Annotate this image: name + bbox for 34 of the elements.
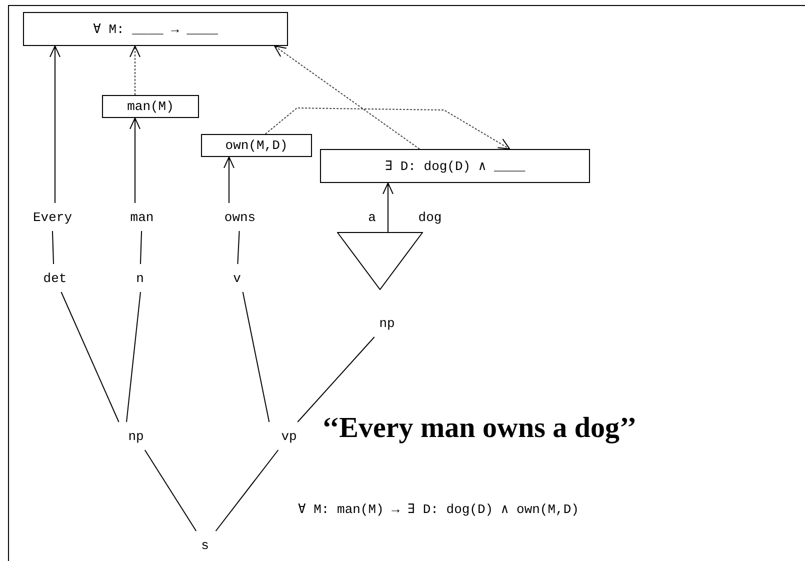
tree-label: v <box>225 269 249 287</box>
logic-formula: ∀ M: man(M) → ∃ D: dog(D) ∧ own(M,D) <box>298 502 579 517</box>
tree-label: np <box>370 314 404 332</box>
tree-branch-line <box>126 292 141 422</box>
sentence-title: ‘‘Every man owns a dog’’ <box>322 412 637 445</box>
formula-box: man(M) <box>102 95 199 118</box>
arrow <box>274 46 420 150</box>
tree-label: Every <box>25 208 80 226</box>
arrow <box>382 182 394 232</box>
tree-label: man <box>120 208 164 226</box>
tree-label: a <box>362 208 382 226</box>
formula-box: ∃ D: dog(D) ∧ ____ <box>320 149 590 183</box>
tree-label: owns <box>215 208 265 226</box>
tree-label: n <box>128 269 152 287</box>
tree-label: np <box>118 427 154 445</box>
formula-box: ∀ M: ____ → ____ <box>23 12 288 46</box>
tree-branch-line <box>215 450 279 532</box>
tree-branch-line <box>242 292 270 422</box>
formula-box: own(M,D) <box>201 134 312 157</box>
tree-branch-line <box>144 450 197 532</box>
arrow <box>264 108 510 150</box>
arrow <box>130 118 140 204</box>
tree-branch-line <box>297 336 375 422</box>
arrow <box>130 46 140 96</box>
tree-label: dog <box>410 208 450 226</box>
tree-branch-line <box>52 230 54 264</box>
tree-label: det <box>35 269 75 287</box>
arrow <box>50 46 60 204</box>
tree-branch-line <box>140 230 142 264</box>
arrow <box>224 156 234 204</box>
tree-label: vp <box>271 427 307 445</box>
tree-label: s <box>195 536 215 554</box>
tree-branch-line <box>60 292 120 422</box>
tree-branch-line <box>237 230 240 264</box>
